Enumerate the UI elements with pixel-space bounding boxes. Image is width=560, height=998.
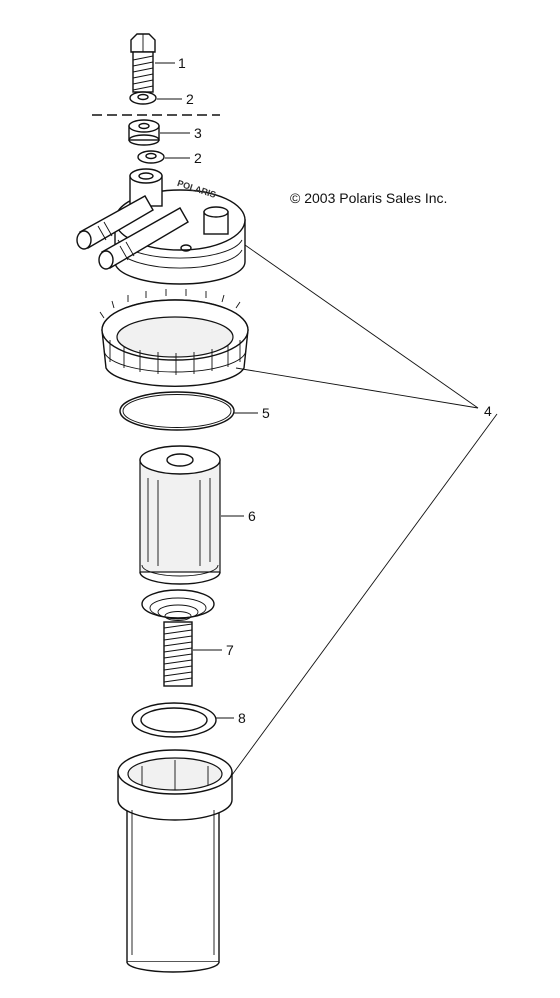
callout-1: 1 <box>178 55 186 71</box>
callout-5: 5 <box>262 405 270 421</box>
copyright-text: © 2003 Polaris Sales Inc. <box>290 190 447 206</box>
assembly-leaders <box>231 244 498 776</box>
locking-ring-part <box>99 289 249 387</box>
spacer-part <box>128 119 160 146</box>
callout-6: 6 <box>248 508 256 524</box>
filter-bowl-part <box>117 749 233 973</box>
callout-2-lower: 2 <box>194 150 202 166</box>
callout-2-upper: 2 <box>186 91 194 107</box>
callout-8: 8 <box>238 710 246 726</box>
callout-3: 3 <box>194 125 202 141</box>
upper-washer-part <box>129 91 157 105</box>
spring-part <box>141 589 215 687</box>
bolt-part <box>130 33 156 93</box>
o-ring-part <box>119 391 235 431</box>
filter-element-part <box>139 445 221 585</box>
gasket-part <box>131 702 217 738</box>
callout-4: 4 <box>484 403 492 419</box>
lower-washer-part <box>137 150 165 164</box>
filter-head-part: POLARIS <box>76 168 246 285</box>
callout-7: 7 <box>226 642 234 658</box>
